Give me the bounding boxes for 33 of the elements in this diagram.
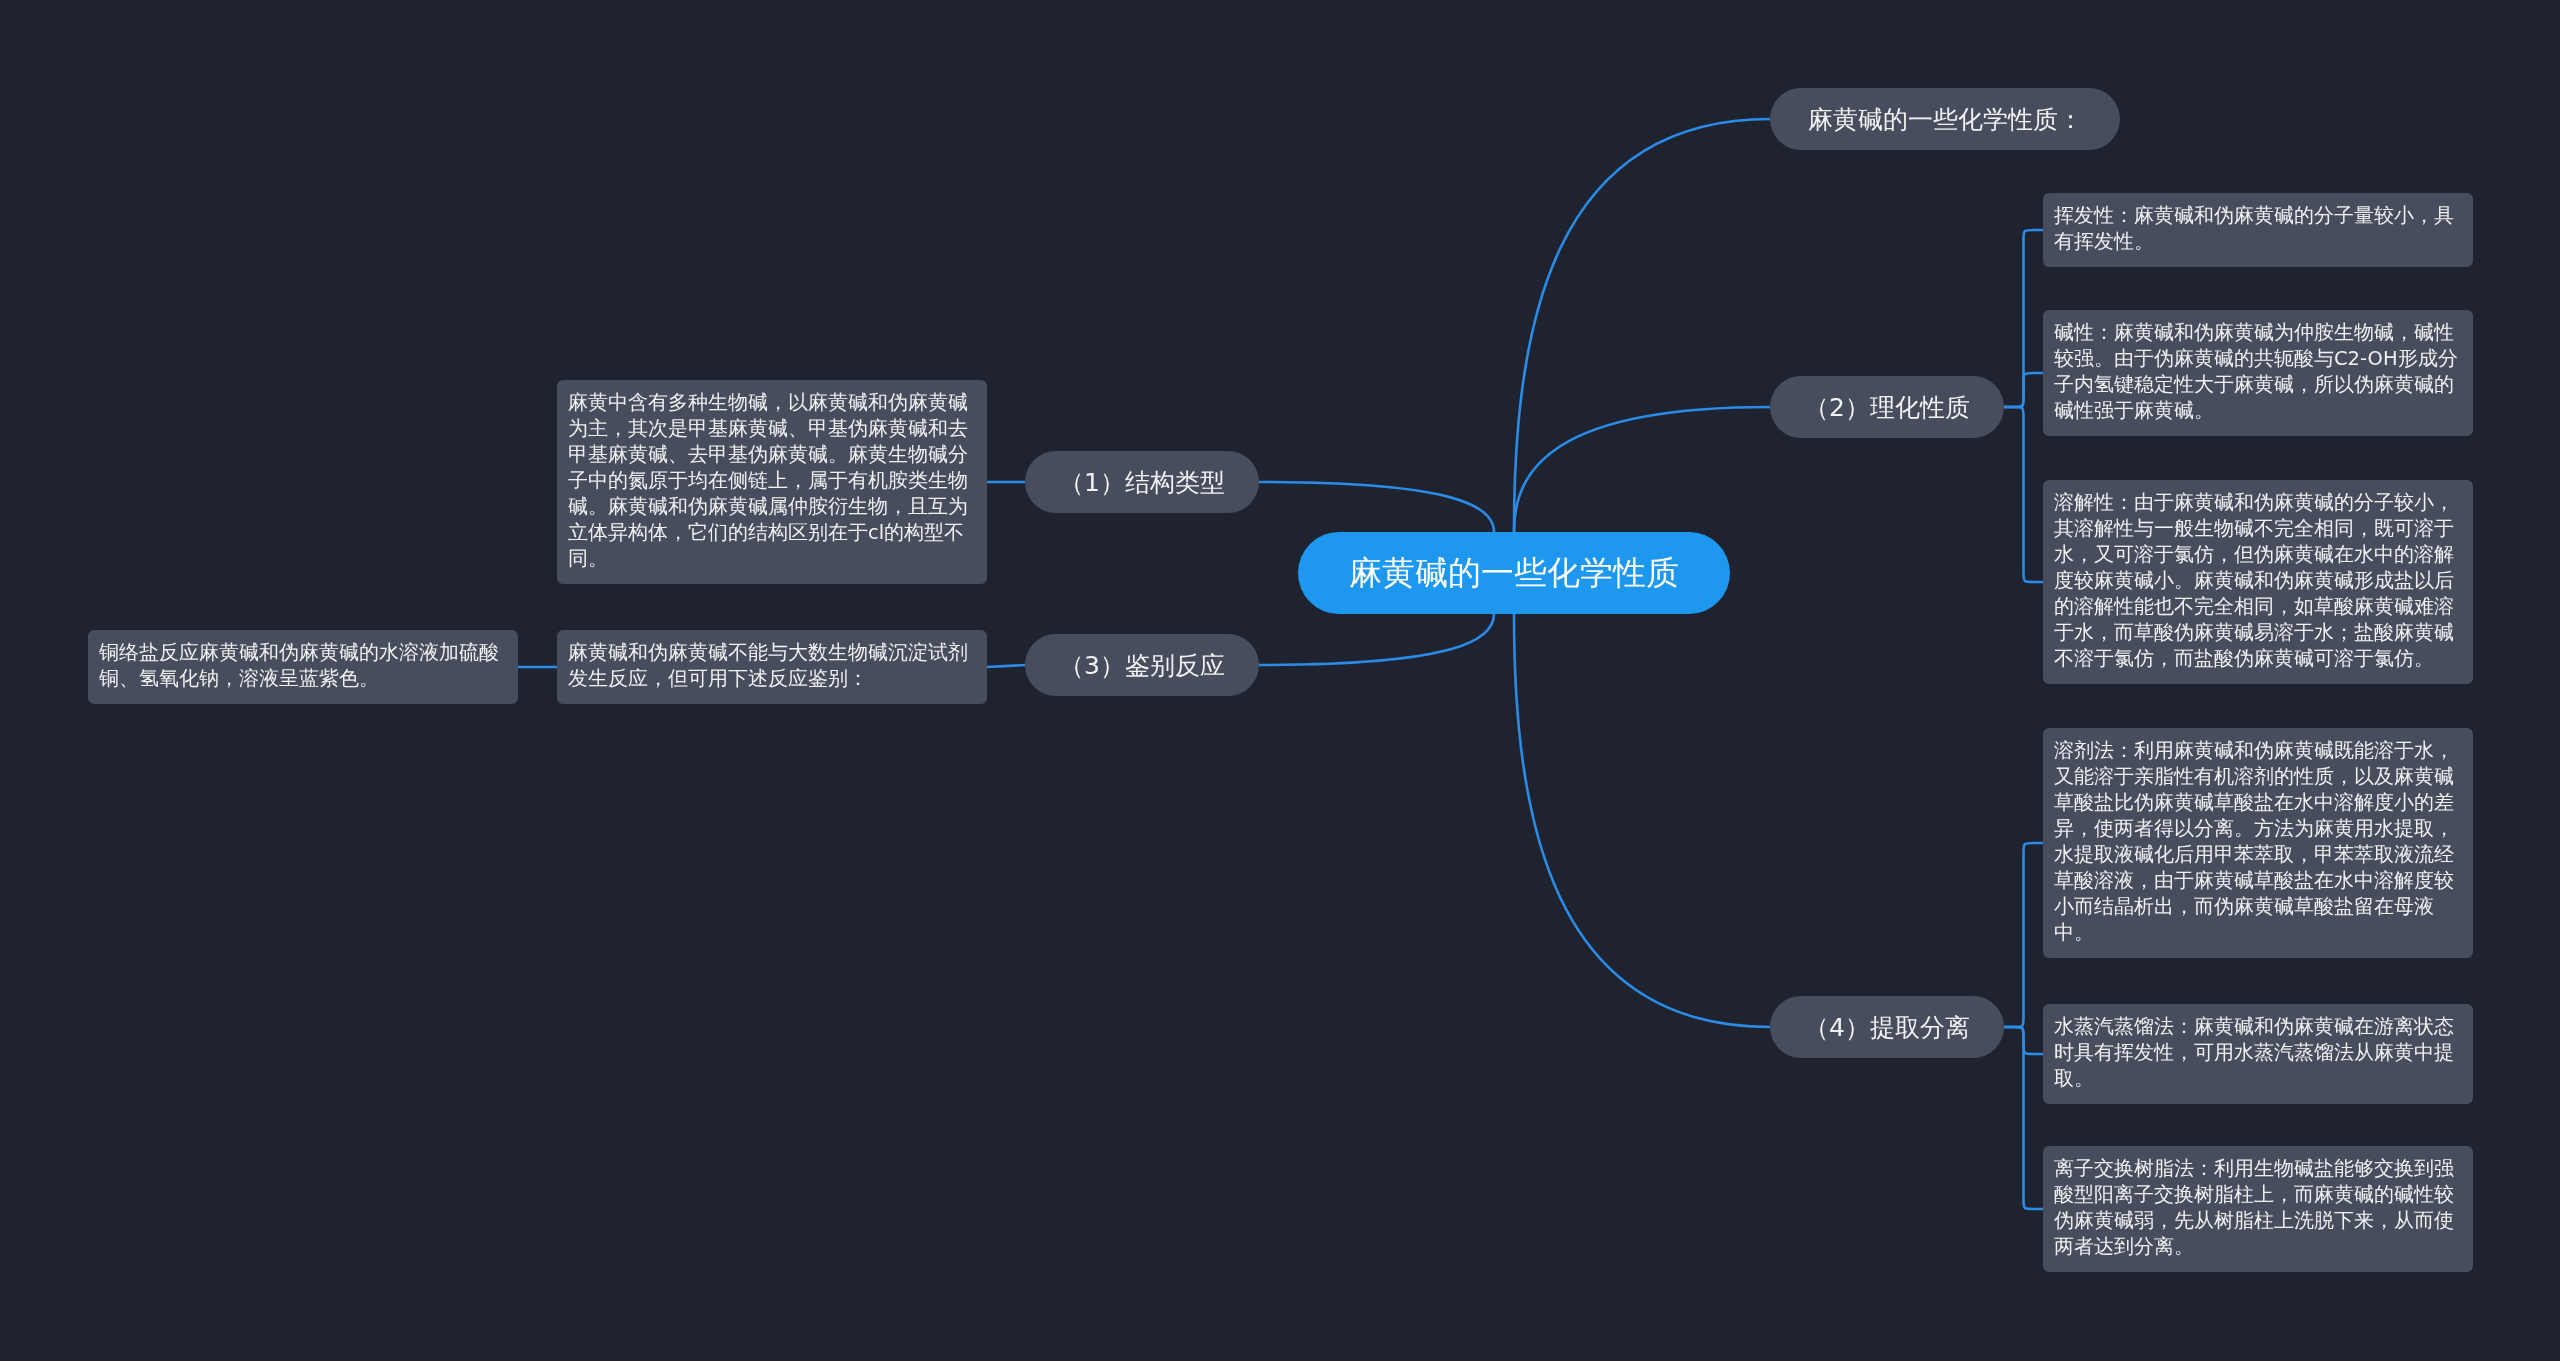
- topic-text: （1）结构类型: [1059, 466, 1225, 499]
- topic-text: 麻黄碱的一些化学性质: [1349, 551, 1679, 594]
- branch-line: [1512, 405, 1771, 533]
- branch-line: [986, 663, 1026, 669]
- note-card: [2043, 310, 2473, 436]
- branch-line: [2004, 1025, 2043, 1211]
- topic-text: 挥发性：麻黄碱和伪麻黄碱的分子量较小，具有挥发性。: [2054, 204, 2454, 253]
- topic-text: （3）鉴别反应: [1059, 649, 1225, 682]
- branch-line: [1512, 613, 1771, 1029]
- topic-text: 水蒸汽蒸馏法：麻黄碱和伪麻黄碱在游离状态时具有挥发性，可用水蒸汽蒸馏法从麻黄中提取。: [2054, 1015, 2454, 1090]
- topic-text: （2）理化性质: [1804, 391, 1970, 424]
- branch-line: [987, 480, 1025, 484]
- topic-text: 铜络盐反应麻黄碱和伪麻黄碱的水溶液加硫酸铜、氢氧化钠，溶液呈蓝紫色。: [99, 641, 499, 690]
- topic-text: 麻黄碱和伪麻黄碱不能与大数生物碱沉淀试剂发生反应，但可用下述反应鉴别：: [568, 641, 968, 690]
- topic-text: 溶解性：由于麻黄碱和伪麻黄碱的分子较小，其溶解性与一般生物碱不完全相同，既可溶于水，又可溶于氯仿，但伪麻黄碱在水中的溶解度较麻黄碱小。麻黄碱和伪麻黄碱形成盐以后的溶解性能也不完全相同，如草酸麻黄碱难溶于水，而草酸伪麻黄碱易溶于水；盐酸麻黄碱不溶于氯仿，而盐酸伪麻黄碱可溶于氯仿。: [2054, 491, 2454, 670]
- branch-line: [1259, 613, 1496, 667]
- topic-text: 麻黄碱的一些化学性质：: [1807, 103, 2083, 136]
- note-card: [2043, 728, 2473, 958]
- topic-text: （4）提取分离: [1804, 1011, 1970, 1044]
- note-card: [2043, 1146, 2473, 1272]
- note-card: [2043, 480, 2473, 684]
- branch-line: [2004, 405, 2043, 584]
- topic-text: 溶剂法：利用麻黄碱和伪麻黄碱既能溶于水，又能溶于亲脂性有机溶剂的性质，以及麻黄碱草酸盐比伪麻黄碱草酸盐在水中溶解度小的差异，使两者得以分离。方法为麻黄用水提取，水提取液碱化后用甲苯萃取，甲苯萃取液流经草酸溶液，由于麻黄碱草酸盐在水中溶解度较小而结晶析出，而伪麻黄碱草酸盐留在母液中。: [2054, 739, 2454, 944]
- topic-text: 碱性：麻黄碱和伪麻黄碱为仲胺生物碱，碱性较强。由于伪麻黄碱的共轭酸与C2-OH形成分子内氢键稳定性大于麻黄碱，所以伪麻黄碱的碱性强于麻黄碱。: [2054, 321, 2458, 422]
- topic-text: 离子交换树脂法：利用生物碱盐能够交换到强酸型阳离子交换树脂柱上，而麻黄碱的碱性较伪麻黄碱弱，先从树脂柱上洗脱下来，从而使两者达到分离。: [2054, 1157, 2454, 1258]
- note-card: [88, 630, 518, 704]
- branch-line: [1259, 480, 1496, 533]
- topic-text: 麻黄中含有多种生物碱，以麻黄碱和伪麻黄碱为主，其次是甲基麻黄碱、甲基伪麻黄碱和去甲基麻黄碱、去甲基伪麻黄碱。麻黄生物碱分子中的氮原于均在侧链上，属于有机胺类生物碱。麻黄碱和伪麻黄碱属仲胺衍生物，且互为立体异构体，它们的结构区别在于cl的构型不同。: [568, 391, 968, 570]
- note-card: [2043, 1004, 2473, 1104]
- note-card: [557, 630, 987, 704]
- note-card: [2043, 193, 2473, 267]
- branch-line: [518, 665, 557, 669]
- note-card: [557, 380, 987, 584]
